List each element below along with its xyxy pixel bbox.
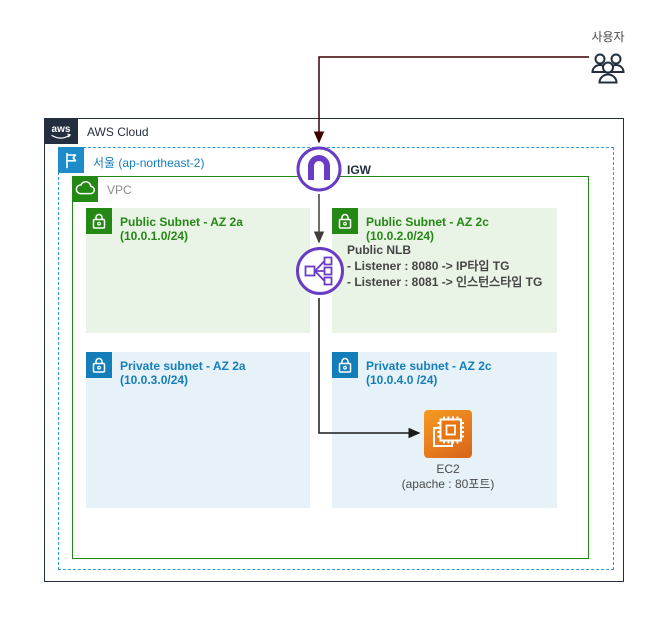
private-subnet-2a-lock-icon [86, 352, 112, 378]
public-subnet-2a: Public Subnet - AZ 2a (10.0.1.0/24) [86, 208, 310, 333]
vpc-label: VPC [107, 183, 132, 197]
region-container: 서울 (ap-northeast-2) [58, 147, 614, 570]
user-label: 사용자 [591, 30, 625, 44]
aws-cloud-label: AWS Cloud [87, 125, 149, 139]
igw-label: IGW [347, 163, 371, 177]
private-subnet-2a: Private subnet - AZ 2a (10.0.3.0/24) [86, 352, 310, 508]
subnet-cidr: (10.0.4.0 /24) [366, 373, 438, 387]
igw-icon [296, 146, 342, 192]
subnet-cidr: (10.0.1.0/24) [120, 229, 189, 243]
private-subnet-2c-lock-icon [332, 352, 358, 378]
nlb-listener-1: - Listener : 8080 -> IP타입 TG [347, 259, 510, 273]
users-icon [586, 46, 630, 90]
public-subnet-2a-lock-icon [86, 208, 112, 234]
subnet-title: Private subnet - AZ 2a [120, 359, 246, 373]
ec2-label-block: EC2 (apache : 80포트) [388, 462, 508, 492]
subnet-title: Private subnet - AZ 2c [366, 359, 492, 373]
nlb-label-block: Public NLB - Listener : 8080 -> IP타입 TG … [347, 242, 542, 290]
subnet-title: Public Subnet - AZ 2c [366, 215, 489, 229]
ec2-sublabel: (apache : 80포트) [401, 477, 495, 491]
region-label: 서울 (ap-northeast-2) [93, 156, 205, 170]
svg-text:aws: aws [52, 124, 71, 135]
public-subnet-2c-lock-icon [332, 208, 358, 234]
subnet-cidr: (10.0.2.0/24) [366, 229, 435, 243]
region-flag-icon [58, 147, 84, 173]
subnet-title: Public Subnet - AZ 2a [120, 215, 243, 229]
nlb-icon [295, 246, 345, 296]
ec2-icon [424, 410, 472, 458]
public-subnet-2c-label: Public Subnet - AZ 2c (10.0.2.0/24) [366, 215, 489, 243]
ec2-label: EC2 [436, 462, 460, 476]
private-subnet-2c-label: Private subnet - AZ 2c (10.0.4.0 /24) [366, 359, 492, 387]
vpc-icon [72, 176, 98, 202]
public-subnet-2a-label: Public Subnet - AZ 2a (10.0.1.0/24) [120, 215, 243, 243]
nlb-listener-2: - Listener : 8081 -> 인스턴스타입 TG [347, 275, 543, 289]
aws-logo-icon: aws [44, 118, 78, 144]
private-subnet-2a-label: Private subnet - AZ 2a (10.0.3.0/24) [120, 359, 246, 387]
nlb-title: Public NLB [347, 243, 412, 257]
subnet-cidr: (10.0.3.0/24) [120, 373, 189, 387]
